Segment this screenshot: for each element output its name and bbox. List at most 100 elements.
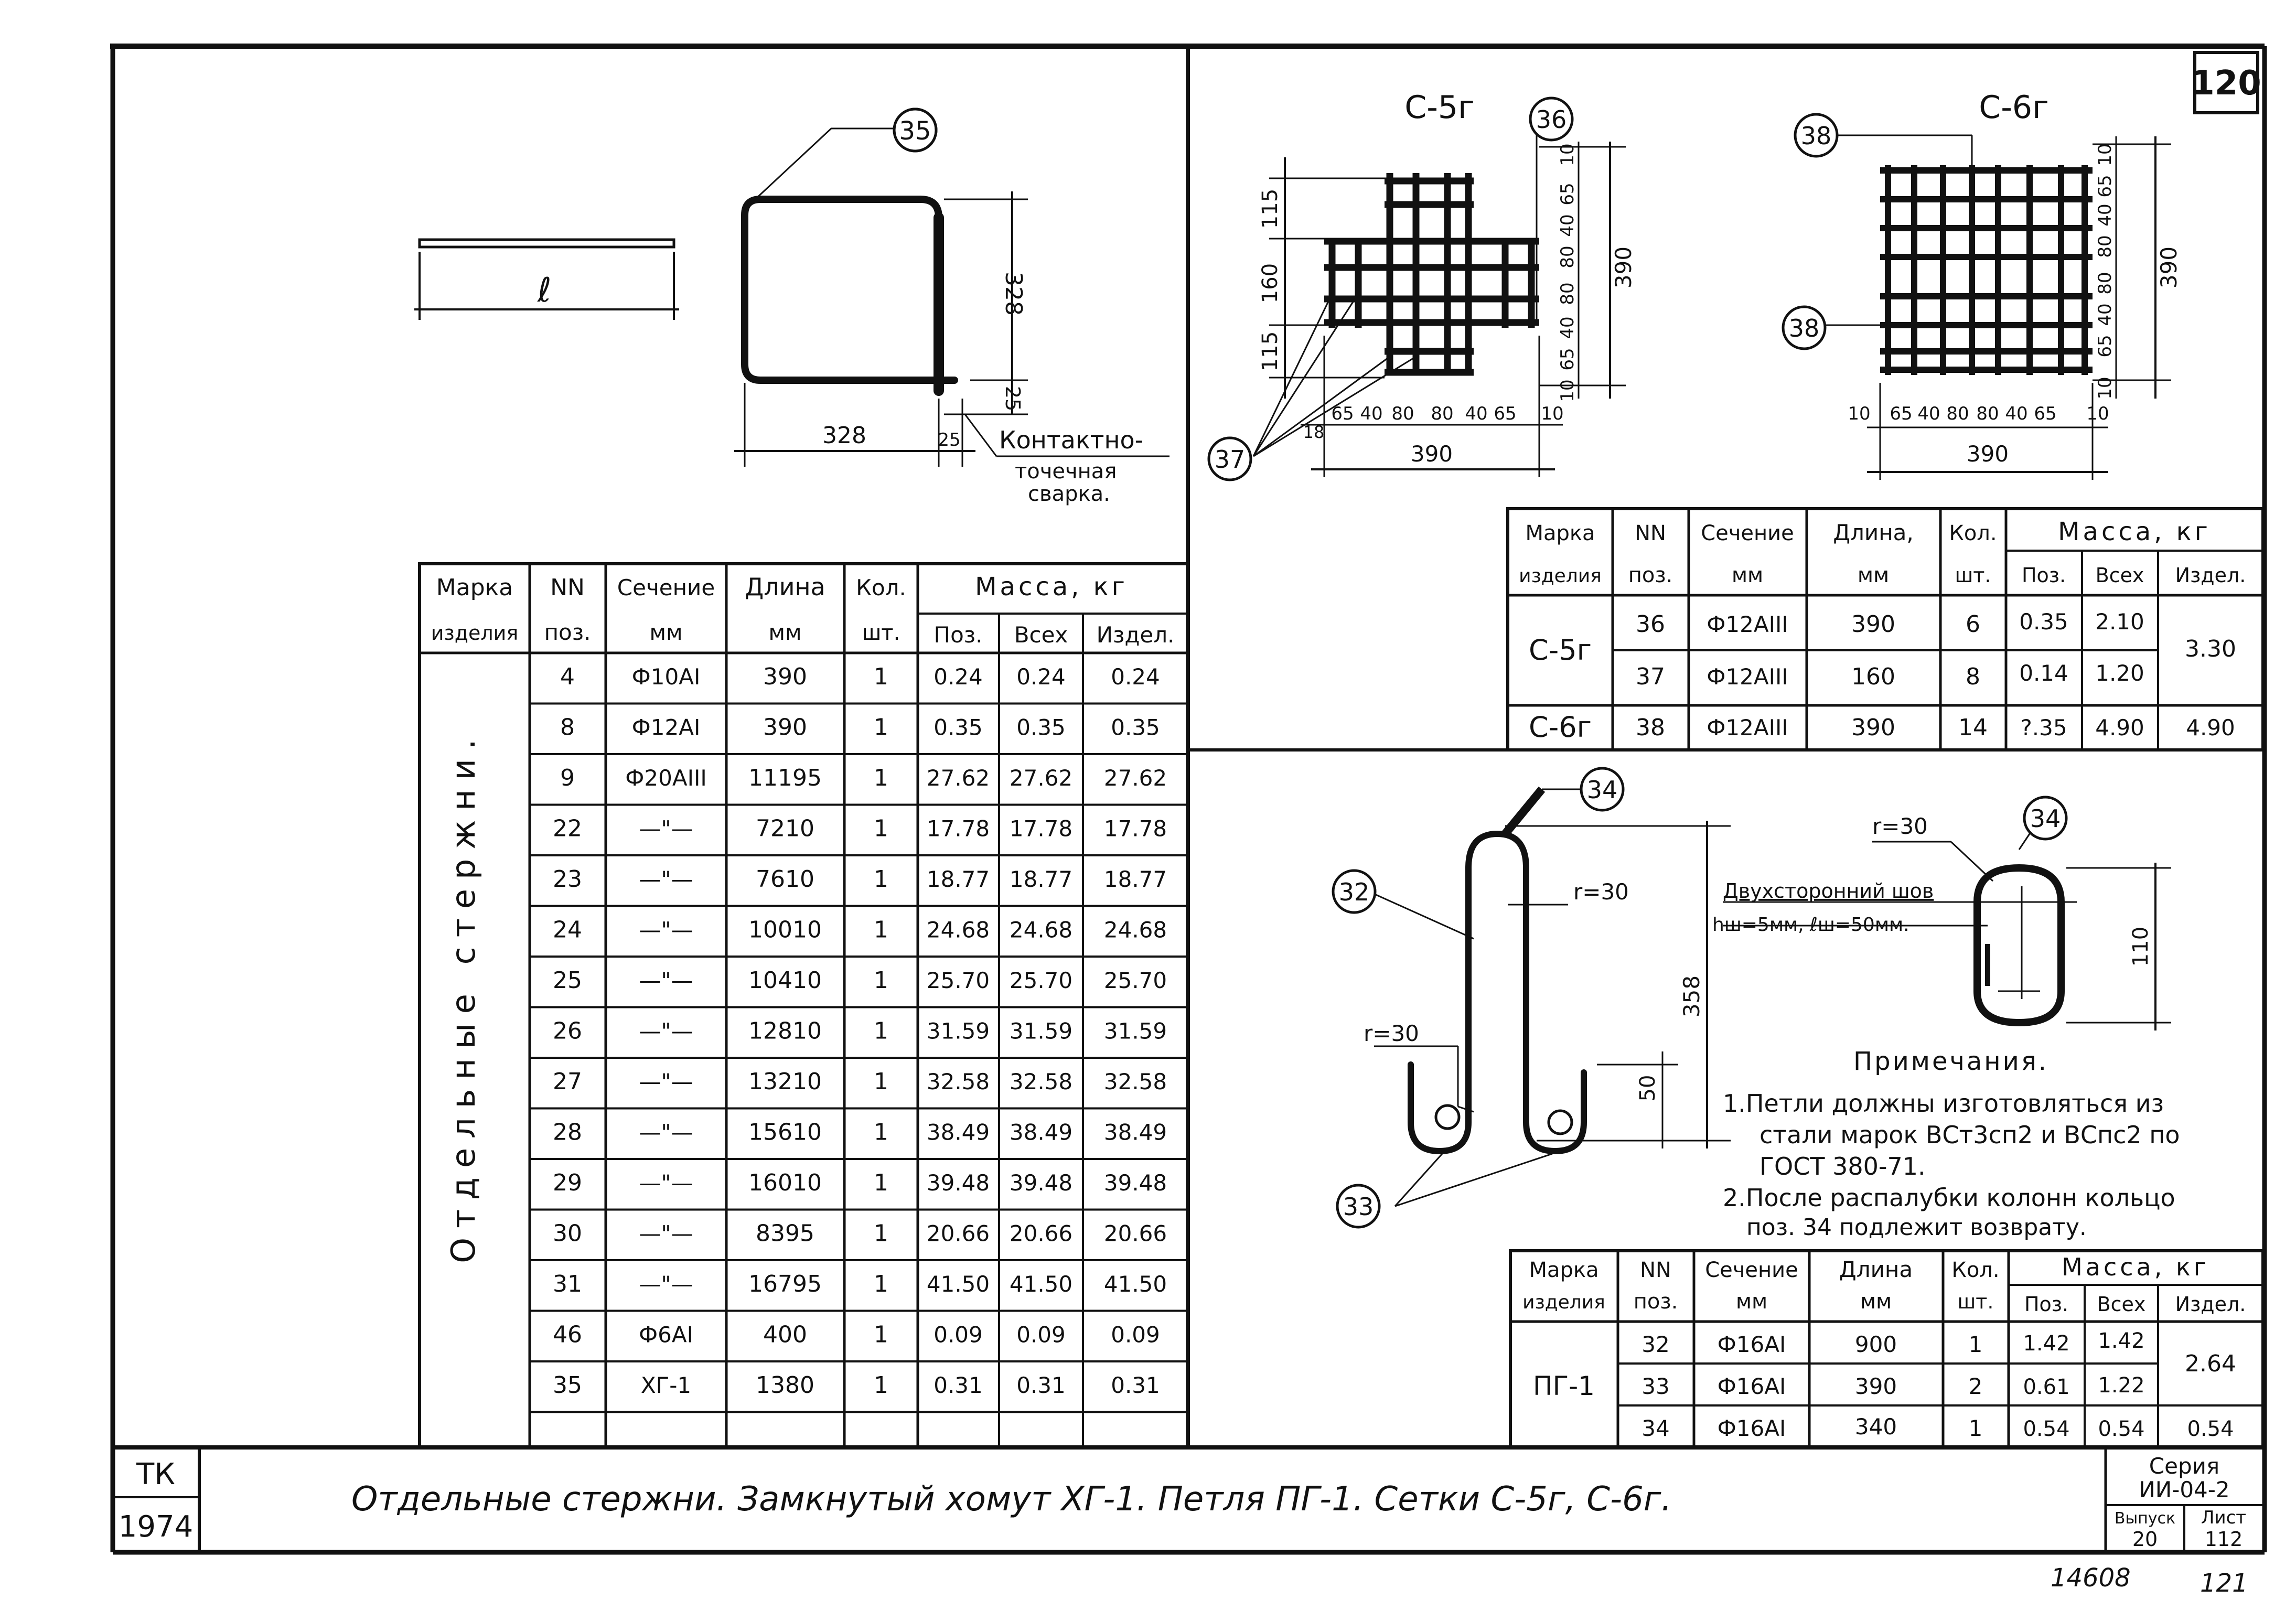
loop-r1-mpos: 1.42 bbox=[2023, 1332, 2069, 1356]
ring-dim: 110 bbox=[2129, 927, 2153, 967]
bars-th-mass: Масса, кг bbox=[975, 572, 1128, 602]
stirrup-dim-width: 328 bbox=[822, 422, 866, 449]
bars-cell-qty: 1 bbox=[874, 1271, 888, 1297]
mesh-c5-dim-left-1: 115 bbox=[1258, 189, 1282, 229]
mesh-c6-dim-r-4: 80 bbox=[2095, 272, 2116, 294]
loop-th-sec-1: Сечение bbox=[1705, 1258, 1798, 1282]
loop-th-mass-item: Издел. bbox=[2175, 1293, 2246, 1316]
mesh-th-len-1: Длина, bbox=[1833, 520, 1914, 545]
ring-radius: r=30 bbox=[1872, 813, 1928, 839]
bars-cell-qty: 1 bbox=[874, 866, 888, 893]
bars-cell-section: —"— bbox=[639, 968, 693, 993]
mesh-c5-dim-b-5: 40 bbox=[1465, 403, 1487, 424]
bars-th-sec-2: мм bbox=[649, 619, 682, 645]
bars-cell-m_pos: 18.77 bbox=[927, 866, 990, 892]
loop-r1-pos: 32 bbox=[1641, 1332, 1669, 1357]
mesh-th-mass-pos: Поз. bbox=[2022, 564, 2066, 587]
stirrup-dim-hook-bottom: 25 bbox=[938, 430, 960, 450]
mesh-th-mass-all: Всех bbox=[2096, 564, 2144, 587]
mesh-c5-title: С-5г bbox=[1404, 89, 1474, 126]
bars-cell-length: 11195 bbox=[748, 765, 822, 791]
weld-note-3: сварка. bbox=[1028, 482, 1110, 506]
loop-r2-len: 390 bbox=[1855, 1373, 1897, 1399]
mesh-c5-r2-sec: Ф12АIII bbox=[1707, 664, 1788, 690]
bars-cell-m_all: 0.09 bbox=[1016, 1322, 1066, 1347]
bars-cell-m_all: 0.31 bbox=[1016, 1372, 1066, 1398]
bars-cell-section: —"— bbox=[639, 866, 693, 892]
bars-cell-m_item: 0.24 bbox=[1111, 664, 1160, 690]
notes-line-1: 1.Петли должны изготовляться из bbox=[1723, 1089, 2164, 1118]
page-number: 121 bbox=[2200, 1569, 2248, 1598]
bars-cell-m_all: 38.49 bbox=[1010, 1119, 1072, 1145]
mesh-c5-dim-left-3: 115 bbox=[1258, 331, 1282, 371]
bars-cell-length: 12810 bbox=[748, 1017, 822, 1044]
loop-r3-mpos: 0.54 bbox=[2023, 1417, 2069, 1441]
mesh-c5-r2-pos: 37 bbox=[1636, 663, 1665, 690]
loop-th-sec-2: мм bbox=[1736, 1290, 1767, 1314]
bars-cell-m_pos: 20.66 bbox=[927, 1220, 990, 1246]
bars-cell-section: Ф20АIII bbox=[625, 765, 707, 791]
mesh-th-sec-1: Сечение bbox=[1701, 521, 1794, 545]
bars-cell-m_pos: 39.48 bbox=[927, 1170, 990, 1196]
mesh-c6-dim-b-0: 10 bbox=[1848, 403, 1870, 424]
mesh-c5-dim-b-6: 65 bbox=[1494, 403, 1516, 424]
notes-line-4: 2.После распалубки колонн кольцо bbox=[1723, 1184, 2175, 1212]
bars-cell-m_all: 25.70 bbox=[1010, 968, 1072, 993]
mesh-c5-r1-mall: 2.10 bbox=[2095, 609, 2144, 635]
bars-cell-pos: 25 bbox=[553, 967, 582, 994]
mesh-c5-r1-sec: Ф12АIII bbox=[1707, 611, 1788, 637]
bars-cell-section: —"— bbox=[639, 1119, 693, 1145]
bars-cell-m_all: 0.35 bbox=[1016, 714, 1066, 740]
stamp-year: 1974 bbox=[119, 1510, 194, 1544]
mesh-th-sec-2: мм bbox=[1732, 563, 1763, 587]
mesh-th-mass-item: Издел. bbox=[2175, 564, 2246, 587]
bars-cell-section: ХГ-1 bbox=[641, 1372, 691, 1398]
loop-r1-sec: Ф16АI bbox=[1718, 1332, 1786, 1357]
bars-cell-length: 13210 bbox=[748, 1068, 822, 1095]
bars-th-mark-2: изделия bbox=[431, 621, 518, 645]
mesh-c6-dim-bottom-total: 390 bbox=[1967, 441, 2009, 467]
loop-callout-33: 33 bbox=[1343, 1193, 1374, 1221]
bars-th-qty-1: Кол. bbox=[856, 575, 906, 600]
mesh-c5-dim-b-7: 10 bbox=[1541, 403, 1563, 424]
loop-r3-sec: Ф16АI bbox=[1718, 1415, 1786, 1441]
bars-cell-length: 10410 bbox=[748, 967, 822, 994]
loop-callout-34: 34 bbox=[1587, 776, 1618, 804]
bars-cell-m_item: 18.77 bbox=[1104, 866, 1167, 892]
bars-cell-m_all: 41.50 bbox=[1010, 1271, 1072, 1297]
mesh-c5-callout-37: 37 bbox=[1215, 445, 1246, 474]
mesh-c6-pos: 38 bbox=[1636, 714, 1665, 741]
bars-cell-pos: 4 bbox=[560, 663, 575, 690]
bars-cell-m_item: 0.31 bbox=[1111, 1372, 1160, 1398]
mesh-c5-dim-r-3: 80 bbox=[1557, 245, 1578, 268]
bars-cell-section: —"— bbox=[639, 1170, 693, 1196]
loop-item-mass: 2.64 bbox=[2185, 1350, 2236, 1377]
bars-cell-m_all: 32.58 bbox=[1010, 1069, 1072, 1094]
mesh-c6-drawing bbox=[1782, 113, 2171, 480]
mesh-c6-title: С-6г bbox=[1979, 89, 2048, 126]
bars-cell-m_item: 31.59 bbox=[1104, 1018, 1167, 1044]
bars-cell-m_pos: 0.24 bbox=[934, 664, 983, 690]
loop-th-mass: Масса, кг bbox=[2062, 1253, 2209, 1281]
bars-th-mass-all: Всех bbox=[1014, 622, 1068, 648]
mesh-c5-r1-pos: 36 bbox=[1636, 611, 1665, 638]
loop-r-top: r=30 bbox=[1573, 879, 1629, 905]
loop-th-qty-1: Кол. bbox=[1951, 1258, 1999, 1282]
notes-line-2: стали марок ВСт3сп2 и ВСпс2 по bbox=[1759, 1121, 2180, 1149]
bars-cell-m_all: 18.77 bbox=[1010, 866, 1072, 892]
mesh-c5-callout-36: 36 bbox=[1536, 105, 1567, 134]
mesh-c6-dim-r-0: 10 bbox=[2095, 143, 2116, 166]
mesh-c6-dim-b-6: 65 bbox=[2034, 403, 2056, 424]
bars-cell-m_item: 24.68 bbox=[1104, 917, 1167, 942]
mesh-c5-dim-r-6: 65 bbox=[1557, 348, 1578, 370]
mesh-c6-dim-r-1: 65 bbox=[2095, 175, 2116, 197]
mesh-c6-dim-b-3: 80 bbox=[1946, 403, 1969, 424]
bars-cell-pos: 31 bbox=[553, 1271, 582, 1297]
loop-r1-mall: 1.42 bbox=[2098, 1329, 2144, 1353]
bars-cell-m_all: 17.78 bbox=[1010, 815, 1072, 841]
drawing-title: Отдельные стержни. Замкнутый хомут ХГ-1.… bbox=[351, 1480, 1672, 1519]
issue-value: 20 bbox=[2132, 1528, 2158, 1551]
bars-cell-m_pos: 0.31 bbox=[934, 1372, 983, 1398]
bars-cell-length: 390 bbox=[763, 663, 807, 690]
